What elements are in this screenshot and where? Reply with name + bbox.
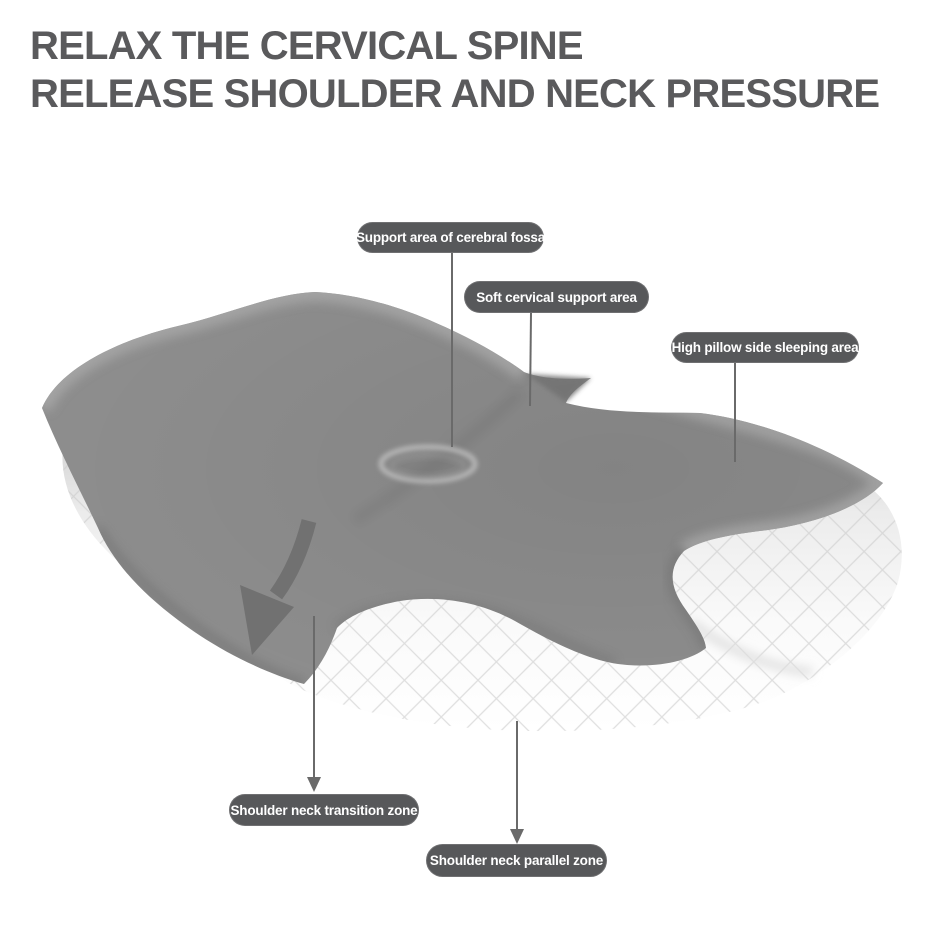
callout-label: Support area of cerebral fossa	[355, 230, 546, 245]
callout-lines	[313, 253, 736, 831]
title-line-2: RELEASE SHOULDER AND NECK PRESSURE	[30, 72, 880, 116]
down-arrowhead-icon	[510, 829, 524, 844]
callout-high-side: High pillow side sleeping area	[671, 332, 859, 363]
callout-cerebral-fossa: Support area of cerebral fossa	[355, 222, 546, 253]
cerebral-fossa-dimple	[378, 444, 478, 484]
top-edge-highlight	[42, 292, 530, 413]
callout-parallel-zone: Shoulder neck parallel zone	[426, 844, 607, 877]
callout-transition-zone: Shoulder neck transition zone	[229, 794, 419, 826]
cervical-notch	[526, 374, 591, 402]
title-line-1: RELAX THE CERVICAL SPINE	[30, 24, 584, 68]
callout-label: Soft cervical support area	[476, 289, 637, 305]
down-arrowhead-icon	[307, 777, 321, 792]
page-title: RELAX THE CERVICAL SPINE RELEASE SHOULDE…	[30, 22, 880, 118]
callout-line-soft-cervical	[529, 312, 532, 407]
callout-soft-cervical: Soft cervical support area	[464, 281, 649, 313]
leader-arrowheads	[307, 777, 524, 844]
callout-label: High pillow side sleeping area	[671, 340, 859, 355]
callout-label: Shoulder neck parallel zone	[429, 853, 604, 868]
pillow-top-surface	[42, 292, 883, 684]
callout-label: Shoulder neck transition zone	[230, 802, 418, 818]
curved-down-arrow-icon	[240, 519, 317, 655]
